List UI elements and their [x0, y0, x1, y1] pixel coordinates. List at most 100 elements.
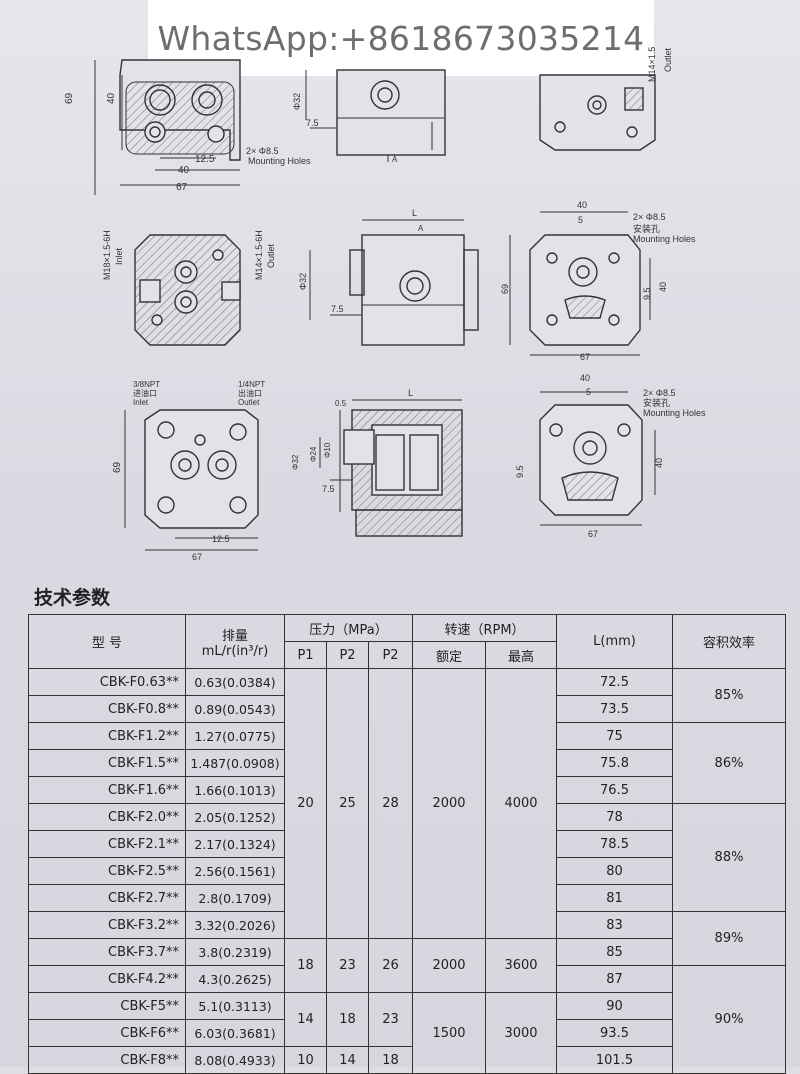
dim-67-r3b: 67 — [588, 529, 598, 539]
model-cell: CBK-F2.7** — [28, 884, 186, 912]
length-cell: 76.5 — [556, 776, 673, 804]
header-p2a: P2 — [326, 641, 369, 669]
model-cell: CBK-F4.2** — [28, 965, 186, 993]
outlet-npt: 1/4NPT — [238, 380, 265, 389]
outlet-thread-r1: M14×1.5 — [647, 47, 657, 82]
section-title: 技术参数 — [34, 587, 111, 609]
header-row-2: P1 P2 P2 额定 最高 — [29, 641, 786, 669]
dim-0-5: 0.5 — [335, 399, 347, 408]
dim-5-r3: 5 — [586, 387, 591, 397]
dim-69-r3: 69 — [112, 461, 123, 473]
row2-front-view — [134, 234, 241, 346]
table-row: CBK-F3.2** 3.32(0.2026) 83 89% — [28, 911, 786, 966]
dim-69-r2: 69 — [500, 284, 510, 294]
length-cell: 78.5 — [556, 830, 673, 858]
outlet-en: Outlet — [238, 398, 260, 407]
dim-40v-r2: 40 — [658, 282, 668, 292]
header-displacement-cn: 排量 — [221, 628, 248, 644]
dim-40-r3: 40 — [580, 373, 590, 383]
header-rated: 额定 — [412, 641, 486, 669]
header-model: 型 号 — [28, 614, 186, 669]
header-p2b: P2 — [368, 641, 413, 669]
header-p1: P1 — [284, 641, 327, 669]
holes-cn-r3: 安装孔 — [643, 397, 670, 408]
dim-5-r2: 5 — [578, 215, 583, 225]
max-speed-cell: 3000 — [485, 992, 557, 1074]
dim-9-5-r3: 9.5 — [515, 465, 525, 478]
displacement-cell: 4.3(0.2625) — [185, 965, 285, 993]
efficiency-cell: 90% — [672, 965, 786, 1074]
p1-cell: 14 — [284, 992, 327, 1047]
length-cell: 90 — [556, 992, 673, 1020]
inlet-en: Inlet — [133, 398, 149, 407]
model-cell: CBK-F0.63** — [28, 668, 186, 696]
length-cell: 83 — [556, 911, 673, 939]
dim-9-5-r2: 9.5 — [642, 287, 652, 300]
outlet-label: Outlet — [266, 243, 276, 268]
model-cell: CBK-F1.6** — [28, 776, 186, 804]
p1-cell: 20 — [284, 668, 327, 939]
dim-40b: 40 — [178, 165, 190, 176]
dim-dia-24: Φ24 — [309, 446, 318, 462]
dim-7-5: 7.5 — [306, 118, 319, 128]
displacement-cell: 1.487(0.0908) — [185, 749, 285, 777]
displacement-cell: 3.32(0.2026) — [185, 911, 285, 939]
outlet-thread: M14×1.5-6H — [254, 230, 264, 280]
inlet-thread: M18×1.5-6H — [102, 230, 112, 280]
table-row: CBK-F8** 8.08(0.4933) 10 14 18 101.5 — [28, 1046, 786, 1074]
p2b-cell: 23 — [368, 992, 413, 1047]
p1-cell: 10 — [284, 1046, 327, 1074]
max-speed-cell: 4000 — [485, 668, 557, 939]
holes-cn-r2: 安装孔 — [633, 223, 660, 234]
header-displacement-unit: mL/r(in³/r) — [201, 643, 269, 659]
rated-speed-cell: 2000 — [412, 668, 486, 939]
p2a-cell: 23 — [326, 938, 369, 993]
p2a-cell: 14 — [326, 1046, 369, 1074]
table-row: CBK-F0.63** 0.63(0.0384) 20 25 28 2000 4… — [28, 668, 786, 939]
row1-front-view — [94, 59, 241, 195]
holes-en-r3: Mounting Holes — [643, 408, 706, 418]
model-cell: CBK-F3.7** — [28, 938, 186, 966]
model-cell: CBK-F6** — [28, 1019, 186, 1047]
displacement-cell: 0.63(0.0384) — [185, 668, 285, 696]
p2b-cell: 18 — [368, 1046, 413, 1074]
displacement-cell: 3.8(0.2319) — [185, 938, 285, 966]
mounting-holes-spec: 2× Φ8.5 — [246, 146, 278, 156]
dim-12-5-r3: 12.5 — [212, 534, 230, 544]
table-row: CBK-F5** 5.1(0.3113) 14 18 23 1500 3000 … — [28, 992, 786, 1074]
model-cell: CBK-F1.5** — [28, 749, 186, 777]
dim-40v-r3: 40 — [654, 458, 664, 468]
dim-7-5-r3: 7.5 — [322, 484, 335, 494]
holes-spec-r3: 2× Φ8.5 — [643, 388, 675, 398]
dim-7-5-r2: 7.5 — [331, 304, 344, 314]
header-length: L(mm) — [556, 614, 673, 669]
displacement-cell: 6.03(0.3681) — [185, 1019, 285, 1047]
p2b-cell: 28 — [368, 668, 413, 939]
displacement-cell: 1.66(0.1013) — [185, 776, 285, 804]
displacement-cell: 2.05(0.1252) — [185, 803, 285, 831]
model-cell: CBK-F3.2** — [28, 911, 186, 939]
section-a-label: A — [392, 155, 398, 164]
dim-diameter-32: Φ32 — [292, 93, 302, 110]
table-row: CBK-F6** 6.03(0.3681) 93.5 — [28, 1019, 786, 1047]
displacement-cell: 8.08(0.4933) — [185, 1046, 285, 1074]
outlet-cn: 出油口 — [238, 388, 262, 398]
efficiency-cell: 85% — [672, 668, 786, 723]
model-cell: CBK-F2.5** — [28, 857, 186, 885]
displacement-cell: 2.8(0.1709) — [185, 884, 285, 912]
row1-side-view — [305, 69, 446, 162]
dim-12-5: 12.5 — [195, 154, 215, 165]
holes-en-r2: Mounting Holes — [633, 234, 696, 244]
dim-dia-10: Φ10 — [323, 442, 332, 458]
table-row: CBK-F3.7** 3.8(0.2319) 18 23 26 2000 360… — [28, 938, 786, 993]
header-max: 最高 — [485, 641, 557, 669]
max-speed-cell: 3600 — [485, 938, 557, 993]
displacement-cell: 5.1(0.3113) — [185, 992, 285, 1020]
model-cell: CBK-F5** — [28, 992, 186, 1020]
row1-rear-view — [539, 74, 656, 151]
holes-spec-r2: 2× Φ8.5 — [633, 212, 665, 222]
dim-67: 67 — [176, 182, 188, 193]
displacement-cell: 2.17(0.1324) — [185, 830, 285, 858]
dim-40-r2: 40 — [577, 200, 587, 210]
